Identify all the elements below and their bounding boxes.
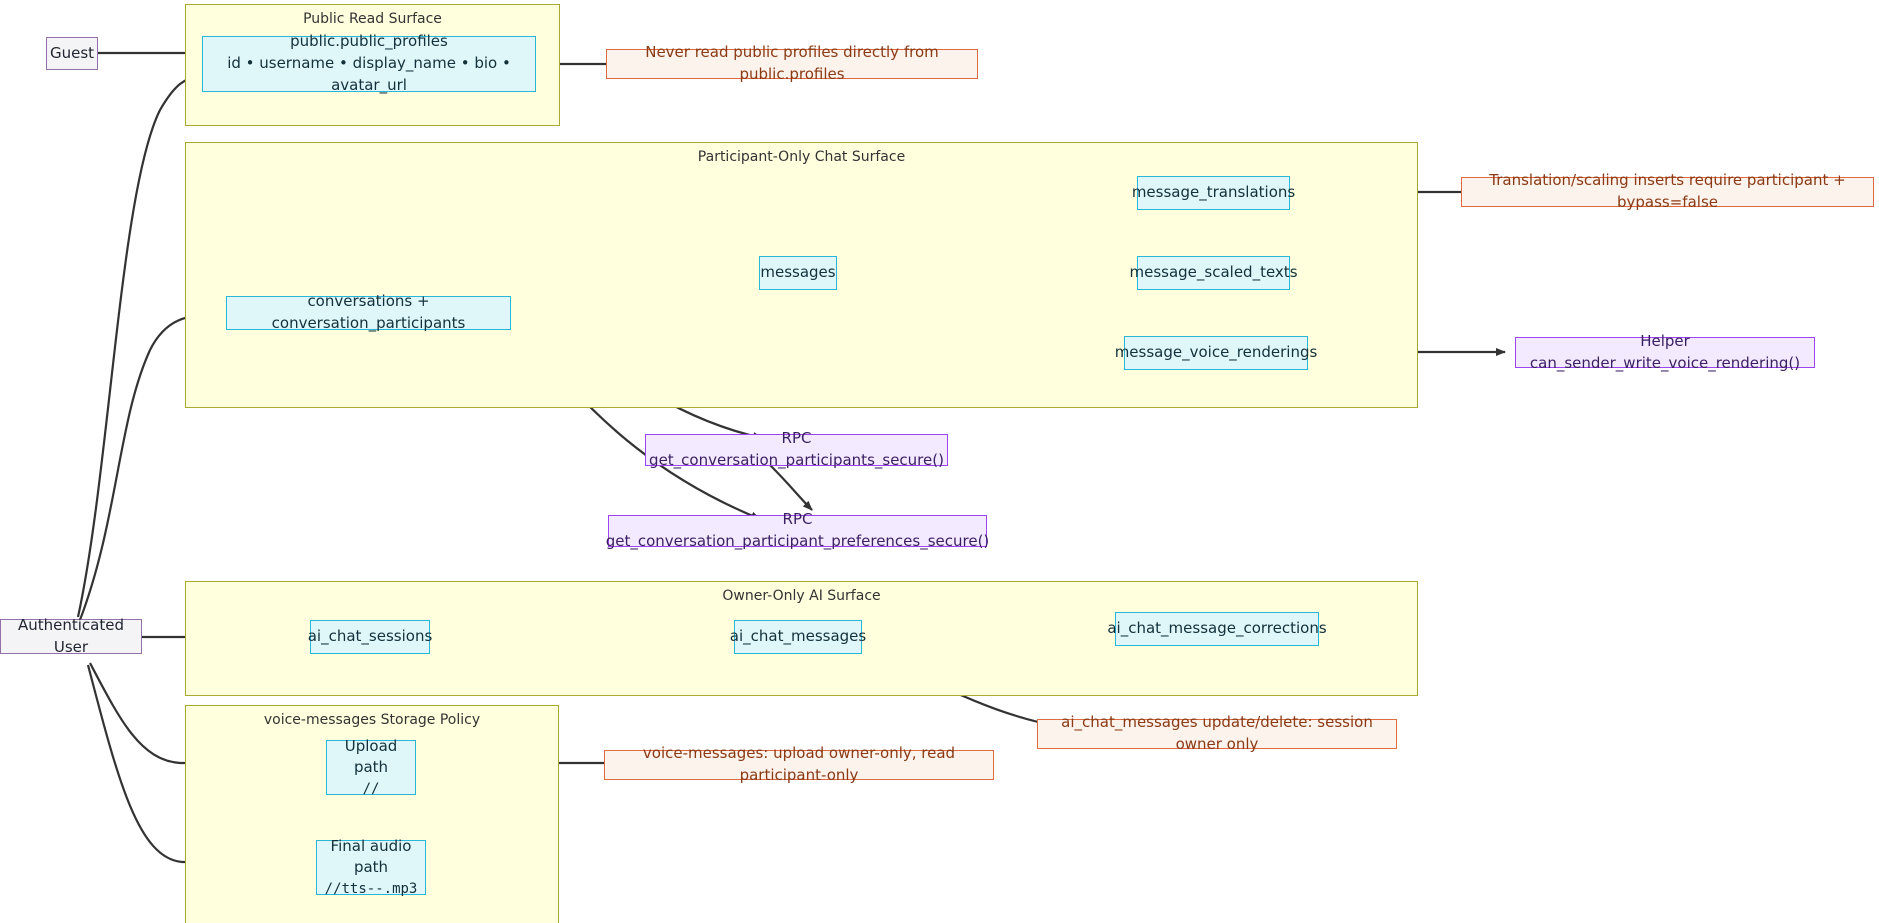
note-ai-chat-messages[interactable]: ai_chat_messages update/delete: session … <box>1037 713 1397 753</box>
table-public-profiles[interactable]: public.public_profiles id • username • d… <box>202 32 536 94</box>
edge-auth-to-public-profiles <box>76 73 201 618</box>
table-conversations-label: conversations + conversation_participant… <box>271 292 466 332</box>
table-upload-path[interactable]: Upload path // <box>326 737 416 797</box>
table-ai-chat-message-corrections[interactable]: ai_chat_message_corrections <box>1107 612 1327 646</box>
cluster-title: Owner-Only AI Surface <box>722 588 881 604</box>
table-public-profiles-columns: id • username • display_name • bio • ava… <box>227 54 511 94</box>
table-conversations[interactable]: conversations + conversation_participant… <box>226 292 511 332</box>
note-voice-messages[interactable]: voice-messages: upload owner-only, read … <box>604 744 994 784</box>
table-messages-label: messages <box>760 263 836 282</box>
table-ai-chat-sessions-label: ai_chat_sessions <box>307 627 433 646</box>
rpc-get-conversation-participants-secure[interactable]: RPC get_conversation_participants_secure… <box>645 429 948 469</box>
table-ai-chat-messages[interactable]: ai_chat_messages <box>730 620 866 654</box>
table-upload-path-value: // <box>362 781 380 798</box>
table-messages[interactable]: messages <box>759 256 837 290</box>
helper-can-sender-write-voice-rendering[interactable]: Helper can_sender_write_voice_rendering(… <box>1515 332 1815 372</box>
table-final-audio-path[interactable]: Final audio path //tts--.mp3 <box>316 837 426 897</box>
actor-guest-label: Guest <box>49 43 95 62</box>
table-message-voice-renderings-label: message_voice_renderings <box>1114 343 1318 362</box>
cluster-title: Public Read Surface <box>303 11 442 27</box>
cluster-title: Participant-Only Chat Surface <box>697 149 906 165</box>
note-public-profiles[interactable]: Never read public profiles directly from… <box>606 43 978 83</box>
actor-authenticated-user[interactable]: Authenticated User <box>0 616 142 656</box>
table-message-scaled-texts[interactable]: message_scaled_texts <box>1130 256 1298 290</box>
table-ai-chat-sessions[interactable]: ai_chat_sessions <box>307 620 433 654</box>
note-ai-chat-messages-label: ai_chat_messages update/delete: session … <box>1061 713 1373 753</box>
note-translation-scaling[interactable]: Translation/scaling inserts require part… <box>1461 171 1874 211</box>
note-translation-scaling-label: Translation/scaling inserts require part… <box>1489 171 1846 211</box>
helper-can-sender-write-voice-rendering-label: Helper can_sender_write_voice_rendering(… <box>1529 331 1801 372</box>
table-ai-chat-messages-label: ai_chat_messages <box>729 627 867 646</box>
table-final-audio-path-value: //tts--.mp3 <box>324 881 418 898</box>
note-voice-messages-label: voice-messages: upload owner-only, read … <box>642 744 956 784</box>
table-final-audio-path-title: Final audio path <box>330 836 412 877</box>
cluster-title: voice-messages Storage Policy <box>263 712 481 728</box>
table-public-profiles-title: public.public_profiles <box>290 32 448 51</box>
table-message-voice-renderings[interactable]: message_voice_renderings <box>1115 336 1317 370</box>
table-message-translations[interactable]: message_translations <box>1132 176 1295 210</box>
table-upload-path-title: Upload path <box>344 736 398 777</box>
edge-rpc-participants-to-preferences <box>769 464 813 511</box>
table-message-scaled-texts-label: message_scaled_texts <box>1129 263 1298 282</box>
table-message-translations-label: message_translations <box>1131 183 1296 202</box>
actor-guest[interactable]: Guest <box>46 37 98 70</box>
note-public-profiles-label: Never read public profiles directly from… <box>645 43 939 83</box>
table-ai-chat-message-corrections-label: ai_chat_message_corrections <box>1107 619 1327 638</box>
rpc-get-conversation-participants-secure-label: RPC get_conversation_participants_secure… <box>649 429 944 469</box>
rpc-get-conversation-participant-preferences-secure[interactable]: RPC get_conversation_participant_prefere… <box>606 510 990 550</box>
rpc-get-conversation-participant-preferences-secure-label: RPC get_conversation_participant_prefere… <box>605 510 990 550</box>
actor-authenticated-user-label: Authenticated User <box>17 615 124 656</box>
